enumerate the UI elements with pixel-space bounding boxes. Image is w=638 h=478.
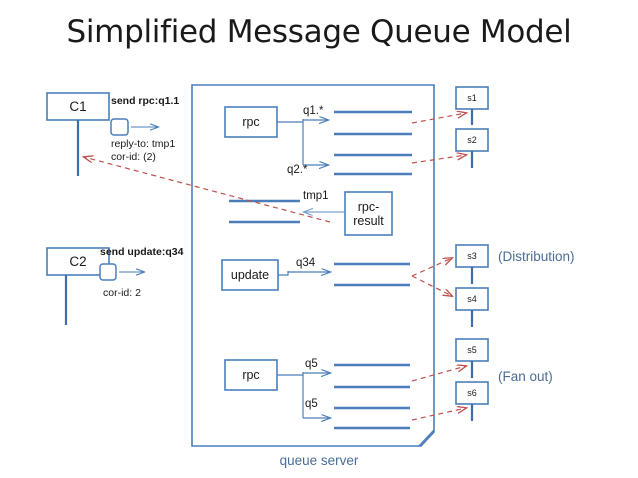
queue-server-container — [191, 84, 435, 447]
client-c2-message-icon — [99, 263, 144, 281]
exchange-rpc-top-shape[interactable] — [224, 106, 278, 138]
caption-distribution: (Distribution) — [498, 249, 575, 264]
server-s5-shape[interactable] — [455, 338, 489, 378]
binding-label-q34: q34 — [296, 257, 316, 269]
server-s3-shape[interactable] — [455, 244, 489, 284]
exchange-update-label: update — [230, 268, 270, 282]
binding-label-q5-b: q5 — [305, 398, 318, 410]
client-c1-message-label: send rpc:q1.1 — [111, 95, 180, 107]
binding-label-q2: q2.* — [287, 164, 308, 176]
queue-q5-a-lines — [334, 363, 410, 389]
routing-update — [278, 271, 330, 275]
client-c1-shape[interactable] — [46, 92, 110, 176]
client-c1-annotation-reply-to: reply-to: tmp1 — [111, 138, 176, 150]
server-s2-label: s2 — [467, 134, 477, 145]
server-s6-label: s6 — [467, 387, 477, 398]
binding-label-q1: q1.* — [303, 105, 324, 117]
queue-q2-lines — [334, 153, 412, 176]
exchange-rpc-result-label: rpc- result — [353, 199, 384, 228]
server-s5-label: s5 — [467, 344, 477, 355]
client-c1-message-icon — [110, 118, 158, 136]
binding-label-q5-a: q5 — [305, 358, 318, 370]
routing-rpc-bottom — [277, 372, 330, 418]
queue-tmp1-lines — [229, 199, 300, 224]
client-c2-shape[interactable] — [46, 247, 110, 325]
client-c2-label: C2 — [69, 253, 87, 269]
binding-label-tmp1: tmp1 — [303, 190, 329, 202]
server-s2-shape[interactable] — [455, 128, 489, 168]
server-s3-label: s3 — [467, 250, 477, 261]
server-s1-shape[interactable] — [455, 86, 489, 125]
server-s6-shape[interactable] — [455, 381, 489, 421]
caption-fan-out: (Fan out) — [498, 369, 553, 384]
client-c1-annotation-cor-id: cor-id: (2) — [111, 151, 156, 163]
exchange-rpc-result-shape[interactable] — [344, 191, 393, 236]
delivery-arrows — [84, 113, 466, 421]
queue-server-caption: queue server — [279, 453, 359, 468]
server-s4-shape[interactable] — [455, 287, 489, 327]
queue-q1-lines — [334, 110, 412, 136]
client-c2-annotation-cor-id: cor-id: 2 — [103, 287, 141, 299]
client-c1-label: C1 — [69, 98, 87, 114]
exchange-update-shape[interactable] — [221, 259, 279, 291]
server-s4-label: s4 — [467, 293, 477, 304]
queue-q5-b-lines — [334, 406, 410, 430]
server-s1-label: s1 — [467, 92, 477, 103]
exchange-rpc-bottom-label: rpc — [242, 368, 260, 382]
routing-rpc-top — [277, 119, 328, 165]
client-c2-message-label: send update:q34 — [100, 246, 184, 258]
queue-q34-lines — [334, 262, 410, 287]
exchange-rpc-top-label: rpc — [242, 115, 260, 129]
page-title: Simplified Message Queue Model — [66, 14, 572, 50]
